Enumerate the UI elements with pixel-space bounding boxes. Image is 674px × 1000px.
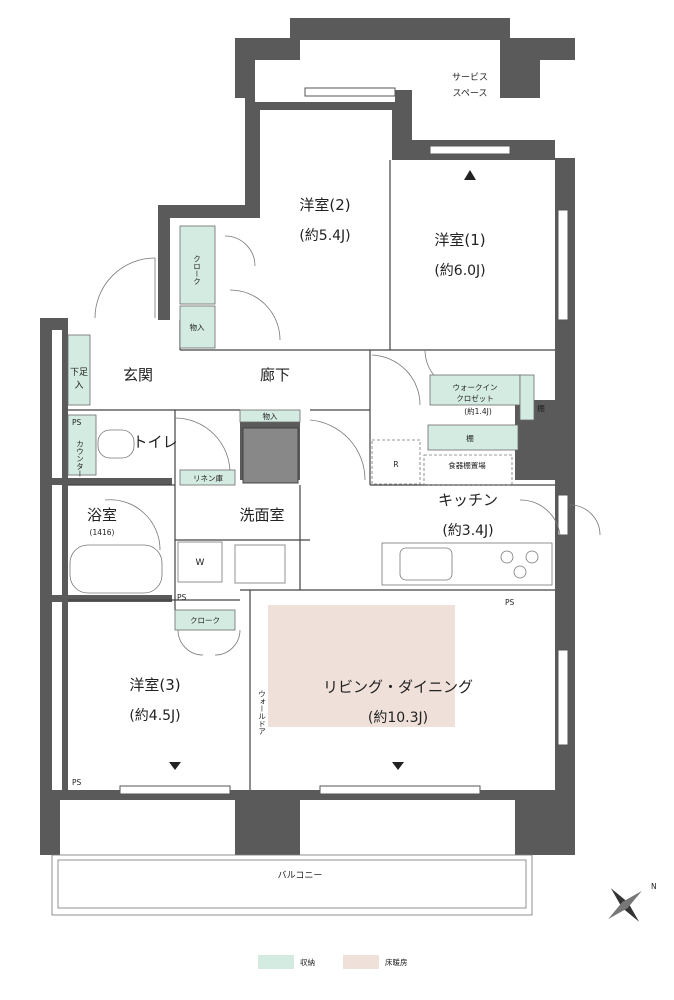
ps-kitchen-label: PS	[505, 598, 515, 607]
entry-arrows	[169, 170, 476, 770]
wic-label-1: ウォークイン	[453, 383, 498, 392]
wic	[429, 374, 521, 406]
cupboard-space	[423, 454, 513, 486]
ps-bottom-label: PS	[72, 778, 82, 787]
legend: 収納 床暖房	[258, 955, 408, 969]
balcony-label: バルコニー	[278, 870, 323, 881]
toilet-label: トイレ	[132, 433, 177, 451]
entrance-label: 玄関	[123, 366, 153, 384]
storage-hall	[239, 409, 301, 423]
legend-storage-swatch	[258, 955, 294, 969]
bedroom2-name: 洋室(2)	[299, 196, 350, 214]
shoe-box	[67, 334, 91, 406]
bedroom2-area: (約5.4J)	[299, 228, 350, 244]
shelf	[427, 424, 519, 451]
wic-label-2: クロゼット	[456, 393, 494, 403]
wall-door-label: ウォールドア	[257, 690, 266, 736]
floor-heating-area	[268, 605, 455, 727]
service-space-label-2: スペース	[453, 89, 488, 99]
shelf-label: 棚	[466, 433, 474, 443]
legend-floor-heating-label: 床暖房	[385, 957, 408, 967]
r-label: R	[393, 460, 398, 469]
linen-label: リネン庫	[193, 473, 223, 483]
kitchen-counter	[381, 542, 553, 586]
sink	[399, 547, 453, 581]
storage-top-label: 物入	[190, 322, 205, 332]
fridge-space	[371, 439, 421, 485]
ps-bath-label: PS	[177, 593, 187, 602]
shoe-box-label-1: 下足	[70, 367, 88, 378]
burner-2	[525, 550, 539, 564]
fixtures	[69, 427, 553, 594]
burner-3	[513, 565, 527, 579]
linen	[179, 469, 236, 486]
storage-top	[179, 305, 216, 349]
storage-areas	[67, 225, 535, 631]
kitchen-area: (約3.4J)	[442, 523, 493, 539]
kitchen-name: キッチン	[438, 491, 498, 509]
hallway-label: 廊下	[260, 366, 290, 384]
compass-icon: N	[608, 882, 657, 922]
legend-storage-label: 収納	[300, 957, 315, 967]
compass-north-label: N	[651, 882, 657, 891]
labels: サービス スペース 洋室(2) (約5.4J) 洋室(1) (約6.0J) クロ…	[70, 72, 545, 881]
interior-lines	[68, 160, 555, 790]
living-name: リビング・ダイニング	[323, 678, 473, 696]
bedroom1-area: (約6.0J)	[434, 263, 485, 279]
bedroom3-name: 洋室(3)	[129, 676, 180, 694]
bath-size: (1416)	[90, 528, 115, 537]
bedroom1-name: 洋室(1)	[434, 231, 485, 249]
wic-shelf	[519, 374, 535, 421]
bath-label: 浴室	[87, 506, 117, 524]
w-label: W	[196, 558, 205, 568]
counter-label: カウンター	[76, 440, 85, 478]
wic-area: (約1.4J)	[464, 406, 492, 416]
balcony-outline	[51, 854, 533, 916]
legend-floor-heating-swatch	[343, 955, 379, 969]
windows	[119, 87, 569, 795]
storage-hall-label: 物入	[263, 411, 278, 421]
toilet-bowl	[97, 429, 135, 459]
washer-box	[177, 541, 223, 583]
washbasin	[234, 544, 286, 584]
service-space-label-1: サービス	[452, 72, 488, 83]
cloak-bottom	[174, 609, 236, 631]
burner-1	[500, 550, 514, 564]
shelf-wic-label: 棚	[537, 403, 545, 413]
cloak-top-label: クローク	[193, 255, 202, 285]
bathtub	[69, 544, 163, 594]
ps-toilet-label: PS	[72, 418, 82, 427]
bedroom3-area: (約4.5J)	[129, 708, 180, 724]
cloak-top	[179, 225, 216, 305]
living-area: (約10.3J)	[368, 710, 428, 726]
cloak-bottom-label: クローク	[190, 616, 220, 625]
cupboard-label: 食器棚置場	[448, 460, 486, 470]
washroom-label: 洗面室	[239, 506, 284, 524]
shoe-box-label-2: 入	[74, 380, 83, 391]
counter	[67, 414, 97, 476]
